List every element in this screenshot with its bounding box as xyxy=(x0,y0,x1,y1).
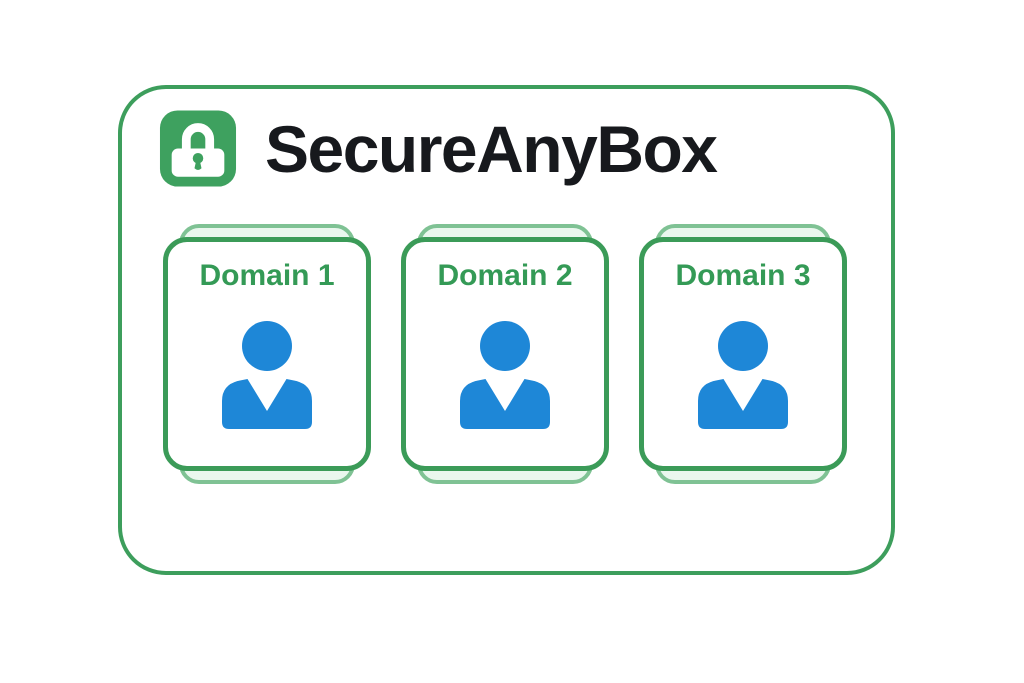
domain-label: Domain 2 xyxy=(437,259,573,292)
domain-card-front: Domain 1 xyxy=(163,237,371,471)
domain-label: Domain 1 xyxy=(199,259,335,292)
domain-card-2: Domain 2 xyxy=(401,224,609,484)
domain-card-front: Domain 3 xyxy=(639,237,847,471)
domain-card-front: Domain 2 xyxy=(401,237,609,471)
user-icon xyxy=(222,320,312,429)
domain-label: Domain 3 xyxy=(675,259,811,292)
user-icon xyxy=(698,320,788,429)
domain-card-3: Domain 3 xyxy=(639,224,847,484)
header: SecureAnyBox xyxy=(159,109,718,188)
domain-cards-row: Domain 1 Domain 2 xyxy=(163,224,847,484)
user-icon xyxy=(460,320,550,429)
product-title: SecureAnyBox xyxy=(265,111,718,186)
domain-card-1: Domain 1 xyxy=(163,224,371,484)
lock-icon xyxy=(159,109,237,188)
secureanybox-box: SecureAnyBox Domain 1 Domain 2 xyxy=(118,85,895,575)
